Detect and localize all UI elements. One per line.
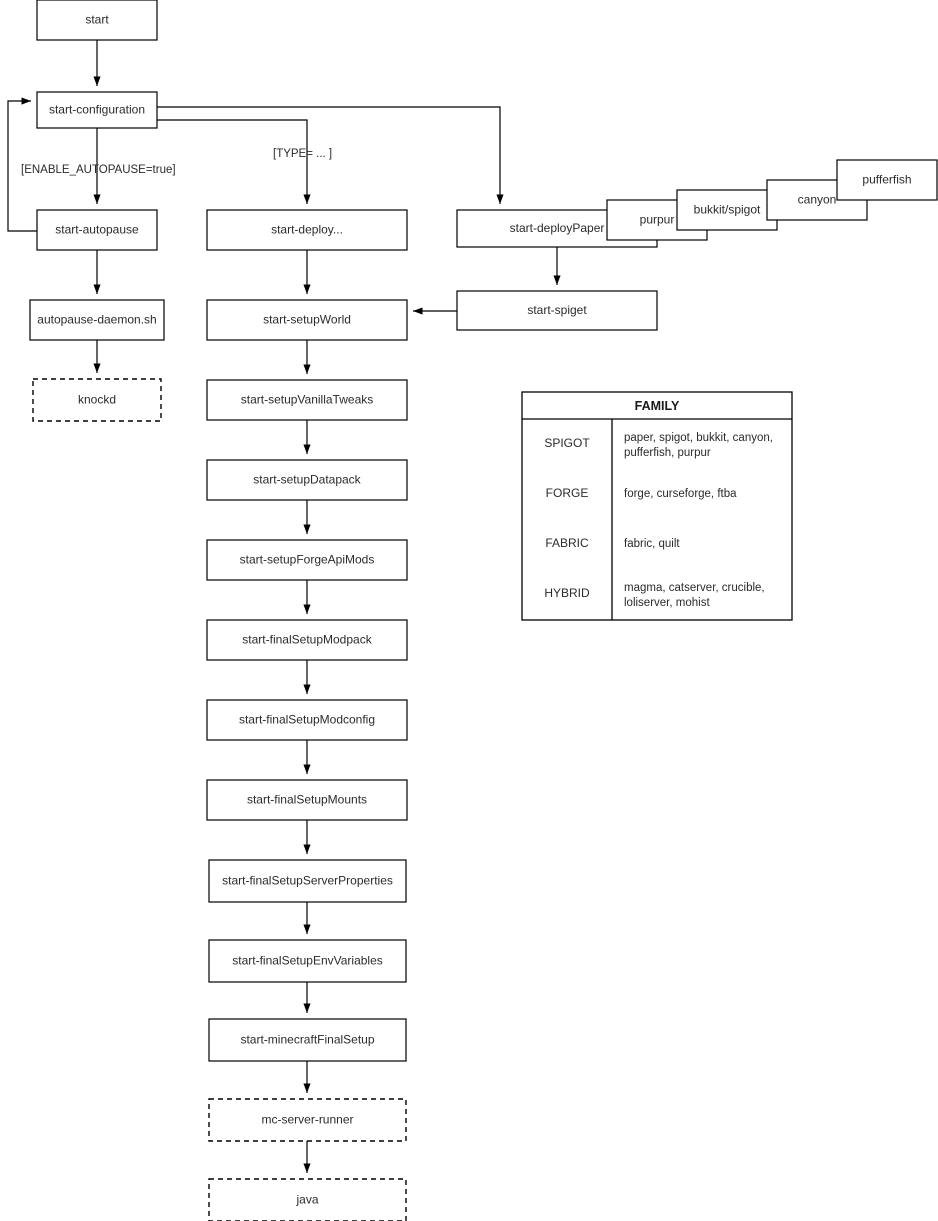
node-label-mc-server-runner: mc-server-runner <box>261 1113 353 1127</box>
node-start-finalSetupModpack[interactable]: start-finalSetupModpack <box>206 619 408 661</box>
node-box-start-finalSetupModconfig <box>206 699 408 741</box>
node-box-start-configuration <box>36 91 158 129</box>
node-layer: start start-configuration start-autopause a… <box>29 0 938 1221</box>
node-box-start-spiget <box>456 290 658 331</box>
family-table-border <box>521 391 793 621</box>
edge-label-type: [TYPE= ... ] <box>273 148 332 160</box>
node-box-start-setupWorld <box>206 299 408 341</box>
edge-label-enable-autopause: [ENABLE_AUTOPAUSE=true] <box>21 164 176 176</box>
family-table-title: FAMILY <box>635 399 680 413</box>
node-label-pufferfish: pufferfish <box>862 173 911 187</box>
node-mc-server-runner[interactable]: mc-server-runner <box>208 1098 407 1142</box>
node-start-spiget[interactable]: start-spiget <box>456 290 658 331</box>
family-row-key-hybrid: HYBRID <box>544 586 590 600</box>
node-label-start-setupVanillaTweaks: start-setupVanillaTweaks <box>241 393 374 407</box>
node-label-canyon: canyon <box>798 193 837 207</box>
node-label-start-setupWorld: start-setupWorld <box>263 313 351 327</box>
node-start-deploy[interactable]: start-deploy... <box>206 209 408 251</box>
node-start-configuration[interactable]: start-configuration <box>36 91 158 129</box>
edge-configuration-to-deploy <box>157 119 311 204</box>
node-purpur[interactable]: purpur <box>606 199 708 241</box>
edge-configuration-to-deploypaper <box>157 106 504 204</box>
node-start-finalSetupEnvVariables[interactable]: start-finalSetupEnvVariables <box>208 939 407 983</box>
node-box-knockd <box>32 378 162 422</box>
node-box-start-autopause <box>36 209 158 251</box>
node-box-start-setupDatapack <box>206 459 408 501</box>
edge-layer <box>7 40 561 1173</box>
family-row-value-fabric: fabric, quilt <box>624 538 680 550</box>
node-box-start-finalSetupEnvVariables <box>208 939 407 983</box>
node-label-start-finalSetupEnvVariables: start-finalSetupEnvVariables <box>232 954 383 968</box>
node-box-pufferfish <box>836 159 938 201</box>
node-start-setupWorld[interactable]: start-setupWorld <box>206 299 408 341</box>
node-box-start-finalSetupModpack <box>206 619 408 661</box>
node-label-start-deploy: start-deploy... <box>271 223 343 237</box>
node-start-setupVanillaTweaks[interactable]: start-setupVanillaTweaks <box>206 379 408 421</box>
node-box-start-deploy <box>206 209 408 251</box>
family-row-value-forge: forge, curseforge, ftba <box>624 488 737 500</box>
node-label-start-finalSetupModconfig: start-finalSetupModconfig <box>239 713 375 727</box>
node-start-finalSetupModconfig[interactable]: start-finalSetupModconfig <box>206 699 408 741</box>
family-row-key-forge: FORGE <box>546 486 589 500</box>
node-label-start-setupForgeApiMods: start-setupForgeApiMods <box>240 553 375 567</box>
node-label-knockd: knockd <box>78 393 116 407</box>
node-box-autopause-daemon <box>29 299 165 341</box>
family-table: FAMILY SPIGOT paper, spigot, bukkit, canyo… <box>521 391 793 621</box>
node-label-start-setupDatapack: start-setupDatapack <box>253 473 361 487</box>
node-box-bukkit-spigot <box>676 189 778 231</box>
node-start-setupForgeApiMods[interactable]: start-setupForgeApiMods <box>206 539 408 581</box>
node-start-minecraftFinalSetup[interactable]: start-minecraftFinalSetup <box>208 1018 407 1062</box>
node-start-finalSetupMounts[interactable]: start-finalSetupMounts <box>206 779 408 821</box>
node-box-start-finalSetupServerProperties <box>208 859 407 903</box>
edge-label-layer: [ENABLE_AUTOPAUSE=true] [TYPE= ... ] <box>21 148 332 176</box>
node-label-start-finalSetupModpack: start-finalSetupModpack <box>242 633 372 647</box>
node-autopause-daemon[interactable]: autopause-daemon.sh <box>29 299 165 341</box>
node-box-start-setupVanillaTweaks <box>206 379 408 421</box>
node-label-bukkit-spigot: bukkit/spigot <box>694 203 761 217</box>
family-row-value-spigot: paper, spigot, bukkit, canyon,pufferfish… <box>624 432 773 459</box>
node-box-start-minecraftFinalSetup <box>208 1018 407 1062</box>
node-box-java <box>208 1178 407 1221</box>
node-label-start-spiget: start-spiget <box>527 303 587 317</box>
node-box-start-finalSetupMounts <box>206 779 408 821</box>
node-start-setupDatapack[interactable]: start-setupDatapack <box>206 459 408 501</box>
node-box-start <box>36 0 158 41</box>
node-label-start-configuration: start-configuration <box>49 103 145 117</box>
node-bukkit-spigot[interactable]: bukkit/spigot <box>676 189 778 231</box>
node-knockd[interactable]: knockd <box>32 378 162 422</box>
node-label-start-finalSetupMounts: start-finalSetupMounts <box>247 793 367 807</box>
node-label-start-minecraftFinalSetup: start-minecraftFinalSetup <box>240 1033 374 1047</box>
node-start[interactable]: start <box>36 0 158 41</box>
family-row-key-fabric: FABRIC <box>545 536 589 550</box>
node-label-start-deployPaper: start-deployPaper <box>510 221 605 235</box>
node-start-finalSetupServerProperties[interactable]: start-finalSetupServerProperties <box>208 859 407 903</box>
node-label-start-autopause: start-autopause <box>55 223 139 237</box>
node-label-start: start <box>85 13 109 27</box>
node-box-mc-server-runner <box>208 1098 407 1142</box>
node-java[interactable]: java <box>208 1178 407 1221</box>
node-label-java: java <box>295 1193 318 1207</box>
node-start-autopause[interactable]: start-autopause <box>36 209 158 251</box>
node-label-start-finalSetupServerProperties: start-finalSetupServerProperties <box>222 874 393 888</box>
node-pufferfish[interactable]: pufferfish <box>836 159 938 201</box>
edge-autopause-loop-to-configuration <box>7 97 37 232</box>
family-row-key-spigot: SPIGOT <box>544 436 590 450</box>
node-label-autopause-daemon: autopause-daemon.sh <box>37 313 156 327</box>
node-label-purpur: purpur <box>640 213 675 227</box>
node-box-start-setupForgeApiMods <box>206 539 408 581</box>
family-row-value-hybrid: magma, catserver, crucible,loliserver, m… <box>624 582 765 609</box>
